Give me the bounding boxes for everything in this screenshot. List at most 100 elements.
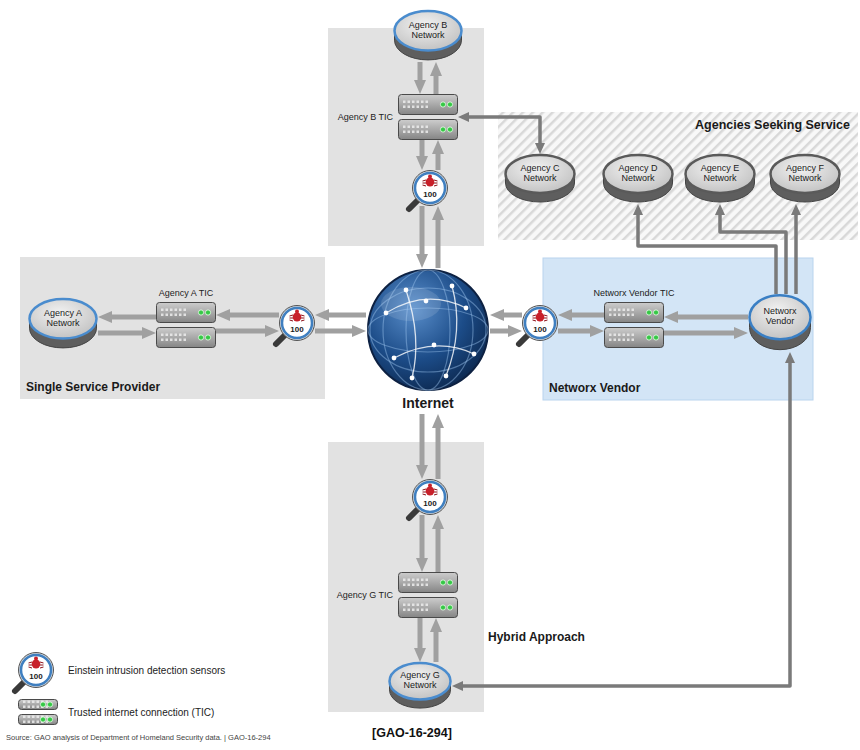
globe-grid: [370, 288, 486, 372]
server-vent: [412, 579, 415, 582]
panel-heading-holder: Hybrid Approach: [488, 630, 585, 644]
sensor-icon: [522, 305, 558, 341]
server-unit: [399, 120, 458, 140]
panel-heading: Agencies Seeking Service: [695, 118, 850, 132]
panel-ground: [543, 258, 813, 400]
tic-label: Agency B TIC: [338, 112, 393, 123]
server-vent: [23, 721, 26, 724]
server-vent: [184, 334, 187, 337]
globe-body: [368, 270, 488, 390]
source-note: Source: GAO analysis of Department of Ho…: [6, 733, 271, 743]
server-vent: [421, 609, 424, 612]
server-vent: [627, 334, 630, 337]
bug-leg: [29, 665, 33, 666]
server-vent: [609, 314, 612, 317]
server-light: [653, 310, 658, 315]
server-vent: [166, 339, 169, 342]
bug-leg: [423, 185, 427, 186]
connector-arrow: [498, 313, 522, 318]
server-light: [646, 335, 651, 340]
connector-arrow: [558, 329, 596, 334]
bug-leg: [290, 318, 294, 319]
panel-fills: [20, 112, 858, 712]
agency-network-cylinder: Agency A Network: [28, 298, 98, 350]
magnifier-rim: [280, 306, 315, 341]
group-panel: Hybrid Approach100Agency G TICAgency G N…: [328, 442, 484, 712]
bug-leg: [423, 492, 427, 493]
server-vent: [421, 604, 424, 607]
agency-network-cylinder: Agency E Network: [684, 154, 756, 204]
tic-server: Agency A TIC: [156, 302, 216, 348]
server-vent: [23, 706, 26, 709]
bug-leg: [40, 665, 44, 666]
network-label: Agency C Network: [512, 164, 568, 184]
server-vent: [403, 131, 406, 134]
server-vent: [426, 579, 429, 582]
server-light: [440, 127, 445, 132]
bug-body: [32, 660, 41, 669]
server-vent: [609, 309, 612, 312]
server-unit: [399, 573, 458, 593]
server-vent: [32, 721, 35, 724]
server-vent: [23, 716, 26, 719]
connector-arrow: [672, 315, 748, 320]
tic-server: Agency G TIC: [398, 572, 458, 618]
bug-leg: [423, 489, 427, 490]
server-vent: [28, 721, 31, 724]
server-vent: [161, 314, 164, 317]
connector-arrow: [418, 62, 423, 86]
server-vent: [632, 309, 635, 312]
server-light: [198, 335, 203, 340]
server-vent: [403, 609, 406, 612]
bug-leg: [301, 320, 305, 321]
cylinder-top: [750, 295, 811, 339]
bug-leg: [544, 318, 548, 319]
server-vent: [426, 609, 429, 612]
server-vent: [421, 126, 424, 129]
server-vent: [184, 314, 187, 317]
agency-b-panel: [328, 28, 484, 246]
server-light: [40, 702, 45, 707]
connector-arrow: [794, 211, 798, 294]
server-vent: [412, 609, 415, 612]
server-vent: [408, 584, 411, 587]
server-vent: [403, 579, 406, 582]
magnifier-rim: [413, 171, 448, 206]
bug-leg: [434, 183, 438, 184]
panel-heading-holder: Single Service Provider: [26, 380, 160, 394]
einstein-sensor: 100: [412, 170, 448, 206]
server-vent: [46, 701, 49, 704]
connector-arrow: [420, 515, 425, 564]
server-vent: [421, 584, 424, 587]
legend-icon: [18, 694, 58, 730]
server-vent: [170, 339, 173, 342]
server-vent: [408, 131, 411, 134]
connectors: [98, 62, 796, 686]
server-vent: [23, 701, 26, 704]
agency-network-cylinder: Agency D Network: [602, 154, 674, 204]
einstein-sensor: 100: [279, 305, 315, 341]
server-vent: [408, 101, 411, 104]
connector-arrow: [418, 618, 423, 654]
panel-heading-holder: Networx Vendor: [549, 381, 640, 395]
connector-arrow: [566, 313, 604, 318]
server-light: [447, 580, 452, 585]
server-vent: [417, 604, 420, 607]
connector-arrow: [459, 359, 790, 686]
legend-item: Einstein intrusion detection sensors: [18, 652, 225, 688]
panel-heading-holder: Agencies Seeking Service: [695, 118, 850, 132]
globe-node-dot: [410, 376, 415, 381]
server-unit: [19, 715, 58, 725]
server-vent: [408, 126, 411, 129]
bug-leg: [40, 662, 44, 663]
server-vent: [166, 314, 169, 317]
globe-node-dot: [464, 306, 469, 311]
server-vent: [161, 334, 164, 337]
bug-leg: [533, 320, 537, 321]
cylinder-top: [390, 663, 451, 699]
panel-ground: [328, 442, 484, 712]
server-vent: [28, 706, 31, 709]
server-vent: [426, 106, 429, 109]
globe-node-dot: [450, 284, 455, 289]
